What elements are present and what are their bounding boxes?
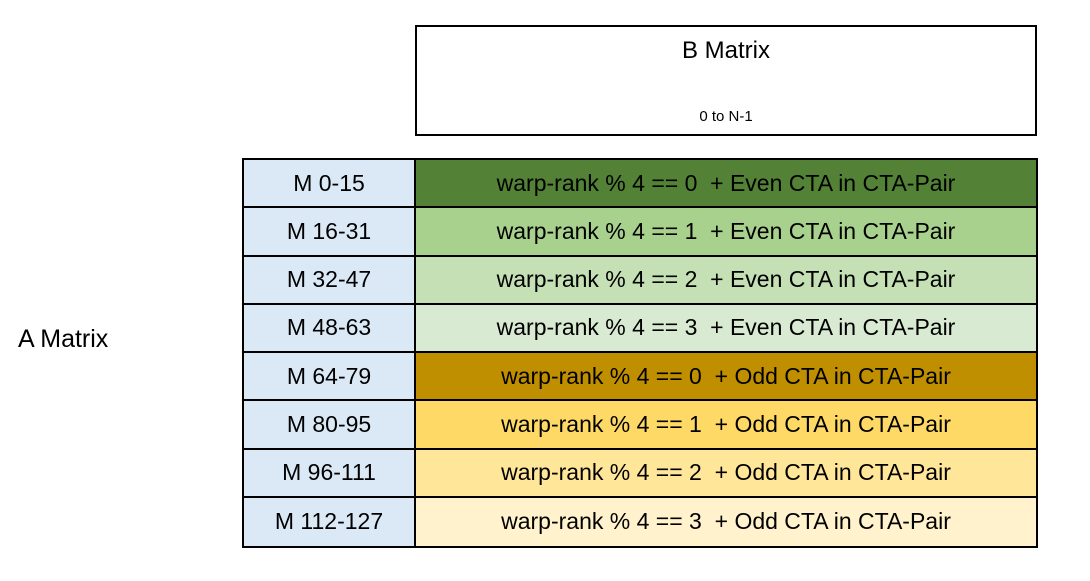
b-matrix-subtitle: 0 to N-1 [699,108,753,125]
b-matrix-box: B Matrix 0 to N-1 [415,25,1037,136]
m-range-cell: M 112-127 [244,497,416,546]
warp-rank-cell: warp-rank % 4 == 0 + Even CTA in CTA-Pai… [416,160,1036,209]
m-range-cell: M 16-31 [244,208,416,257]
a-matrix-label: A Matrix [18,325,109,353]
warp-rank-cell: warp-rank % 4 == 3 + Odd CTA in CTA-Pair [416,497,1036,546]
warp-rank-cell: warp-rank % 4 == 0 + Odd CTA in CTA-Pair [416,353,1036,402]
warp-rank-mapping-table: M 0-15 warp-rank % 4 == 0 + Even CTA in … [242,158,1038,548]
m-range-cell: M 0-15 [244,160,416,209]
m-range-cell: M 80-95 [244,401,416,450]
m-range-cell: M 64-79 [244,353,416,402]
m-range-cell: M 48-63 [244,304,416,353]
m-range-cell: M 96-111 [244,449,416,498]
b-matrix-title: B Matrix [681,37,770,64]
warp-rank-cell: warp-rank % 4 == 3 + Even CTA in CTA-Pai… [416,304,1036,353]
warp-rank-cell: warp-rank % 4 == 1 + Odd CTA in CTA-Pair [416,401,1036,450]
warp-rank-cell: warp-rank % 4 == 1 + Even CTA in CTA-Pai… [416,208,1036,257]
warp-rank-cell: warp-rank % 4 == 2 + Odd CTA in CTA-Pair [416,449,1036,498]
warp-rank-cell: warp-rank % 4 == 2 + Even CTA in CTA-Pai… [416,256,1036,305]
m-range-cell: M 32-47 [244,256,416,305]
